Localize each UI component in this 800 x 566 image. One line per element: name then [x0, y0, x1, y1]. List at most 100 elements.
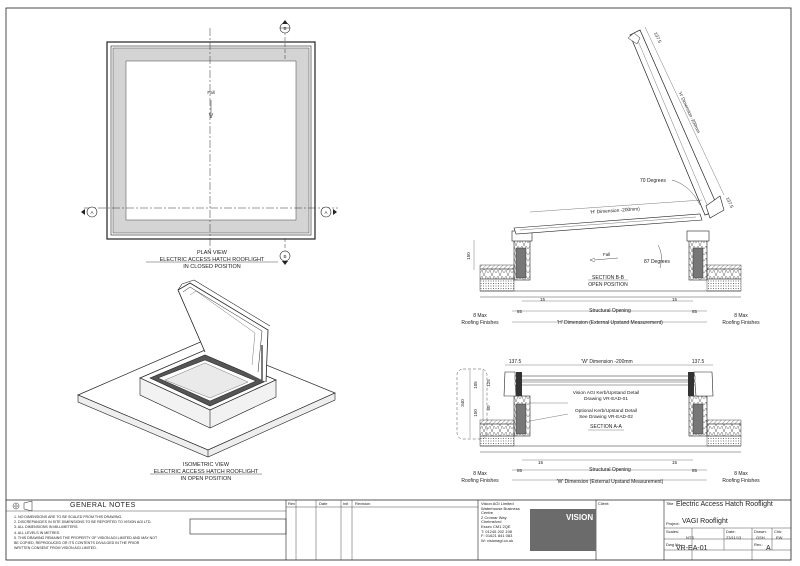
company-line: W: visionagi.co.uk: [481, 537, 514, 543]
w-dimension-aa: 'W' Dimension (External Upstand Measurem…: [557, 479, 664, 485]
section-bb-title: SECTION B-B: [592, 275, 625, 281]
company-line: Chelmsford: [481, 519, 502, 525]
roofing-right-bb: Roofing Finishes: [722, 320, 760, 326]
angle-70-label: 70 Degrees: [640, 178, 666, 184]
dim-85-left-aa: 85: [517, 468, 523, 473]
structural-opening-aa: Structural Opening: [589, 467, 631, 473]
section-marker-b-bottom: B: [279, 250, 291, 265]
fall-label-bb: Fall: [603, 252, 610, 257]
isometric-view: ISOMETRIC VIEW ELECTRIC ACCESS HATCH ROO…: [77, 279, 336, 482]
plan-view: B B A A Fall PLAN VIEW ELECTRIC ACCESS H…: [81, 20, 338, 270]
section-a-a: 137.5 'W' Dimension -200mm 137.5 340 105…: [456, 359, 760, 485]
general-notes-list: 1. NO DIMENSIONS ARE TO BE SCALED FROM T…: [14, 515, 284, 551]
iso-caption-3: IN OPEN POSITION: [181, 476, 231, 482]
kerb-detail-1: Vision AGI Kerb/Upstand Detail: [573, 390, 640, 396]
scales-value: NTS: [686, 535, 694, 540]
dim-340: 340: [460, 399, 465, 407]
max-right-bb: 8 Max: [734, 313, 748, 319]
marker-label: A: [324, 210, 327, 215]
note-item: 1. NO DIMENSIONS ARE TO BE SCALED FROM T…: [14, 515, 123, 519]
chk-label: Chk:: [774, 529, 783, 534]
dim-60: 60: [486, 405, 491, 411]
section-bb-subtitle: OPEN POSITION: [588, 282, 628, 288]
h-dimension-bb: 'H' Dimension (External Upstand Measurem…: [557, 320, 663, 326]
h-top-dimension: 'H' Dimension -200mm): [590, 206, 641, 215]
section-marker-b-top: B: [279, 20, 291, 34]
revision-header: Revision: [355, 501, 371, 506]
dwg-label: Dwg No.:: [666, 542, 683, 547]
company-line: Essex CM1 2QE: [481, 523, 511, 529]
project-label: Project:: [666, 521, 680, 526]
plan-caption-3: IN CLOSED POSITION: [183, 264, 240, 270]
vision-logo: VISION: [530, 509, 596, 551]
section-marker-a-right: A: [320, 206, 337, 218]
scales-label: Scales:: [666, 529, 680, 534]
date-header: Date: [319, 501, 328, 506]
note-item: 5. THIS DRAWING REMAINS THE PROPERTY OF …: [14, 535, 158, 540]
plan-caption-2: ELECTRIC ACCESS HATCH ROOFLIGHT: [160, 257, 265, 263]
roofing-right-aa: Roofing Finishes: [722, 478, 760, 484]
max-left-bb: 8 Max: [473, 313, 487, 319]
section-b-b: 'H' Dimension -200mm 137.5 137.5 70 Degr…: [461, 26, 760, 326]
init-header: Init: [343, 501, 349, 506]
angle-87-label: 87 Degrees: [644, 259, 670, 265]
note-item: WRITTEN CONSENT FROM VISION AGI LIMITED.: [14, 546, 97, 551]
dim-15-right-aa: 15: [672, 460, 678, 465]
general-notes-title: GENERAL NOTES: [70, 502, 136, 509]
optional-detail-2: See Drawing VR-EAD-02: [579, 414, 633, 420]
marker-label: A: [90, 210, 93, 215]
title-block-frame: [6, 499, 791, 560]
logo-text: VISION: [566, 513, 594, 522]
plan-caption-1: PLAN VIEW: [197, 250, 228, 256]
note-item: BE COPIED, REPRODUCED OR ITS CONTENTS DI…: [14, 541, 140, 546]
dim-137-5-right-aa: 137.5: [692, 359, 705, 365]
section-aa-title: SECTION A-A: [590, 424, 622, 430]
dim-137-5-left-aa: 137.5: [509, 359, 522, 365]
dwg-number: VR-EA-01: [676, 545, 708, 552]
iso-caption-1: ISOMETRIC VIEW: [183, 462, 230, 468]
structural-opening-bb: Structural Opening: [589, 308, 631, 314]
iso-caption-2: ELECTRIC ACCESS HATCH ROOFLIGHT: [154, 469, 259, 475]
dim-85-left-bb: 85: [517, 309, 523, 314]
drawn-value: GSH: [756, 535, 765, 540]
date-label: Date:: [726, 529, 736, 534]
company-line: Vision AGI Limited: [481, 501, 514, 506]
company-line: Centre: [481, 510, 494, 516]
company-line: 2 Cromar Way: [481, 514, 507, 520]
title-label: Title:: [666, 501, 675, 506]
optional-detail-1: Optional Kerb/Upstand Detail: [575, 408, 637, 414]
note-item: 3. ALL DIMENSIONS IN MILLIMETERS.: [14, 525, 79, 530]
dim-15-left-bb: 15: [540, 297, 546, 302]
company-line: T: 01245 202 198: [481, 528, 512, 534]
w-top-dimension: 'W' Dimension -200mm: [581, 359, 632, 365]
dim-137-5-side: 137.5: [725, 196, 735, 209]
date-value: 23/11/13: [726, 535, 742, 540]
dim-85-right-aa: 85: [692, 468, 698, 473]
note-item: 2. DISCREPANCIES IN SITE DIMENSIONS TO B…: [14, 520, 152, 525]
marker-label: B: [283, 254, 286, 259]
dim-105: 105: [473, 381, 478, 389]
client-label: Client:: [598, 501, 610, 506]
sheet-border: [5, 7, 792, 561]
max-left-aa: 8 Max: [473, 471, 487, 477]
max-right-aa: 8 Max: [734, 471, 748, 477]
rev-header: Rev: [288, 501, 296, 506]
project-name: VAGI Rooflight: [682, 518, 728, 525]
drawn-label: Drawn:: [754, 529, 767, 534]
dim-15-right-bb: 15: [672, 297, 678, 302]
roofing-left-aa: Roofing Finishes: [461, 478, 499, 484]
fall-label: Fall: [207, 90, 214, 95]
dim-137-5-top: 137.5: [653, 31, 663, 44]
dim-150-bb: 150: [466, 252, 471, 260]
section-marker-a-left: A: [81, 206, 98, 218]
drawing-title: Electric Access Hatch Rooflight: [676, 501, 773, 508]
dim-85-right-bb: 85: [692, 309, 698, 314]
company-line: F: 01621 841 083: [481, 533, 513, 539]
rev-label: Rev.:: [754, 542, 764, 547]
company-line: Waterhouse Business: [481, 505, 520, 511]
roofing-left-bb: Roofing Finishes: [461, 320, 499, 326]
dim-15-left-aa: 15: [538, 460, 544, 465]
dim-150-aa: 150: [473, 409, 478, 417]
rev-value: A: [766, 545, 771, 552]
